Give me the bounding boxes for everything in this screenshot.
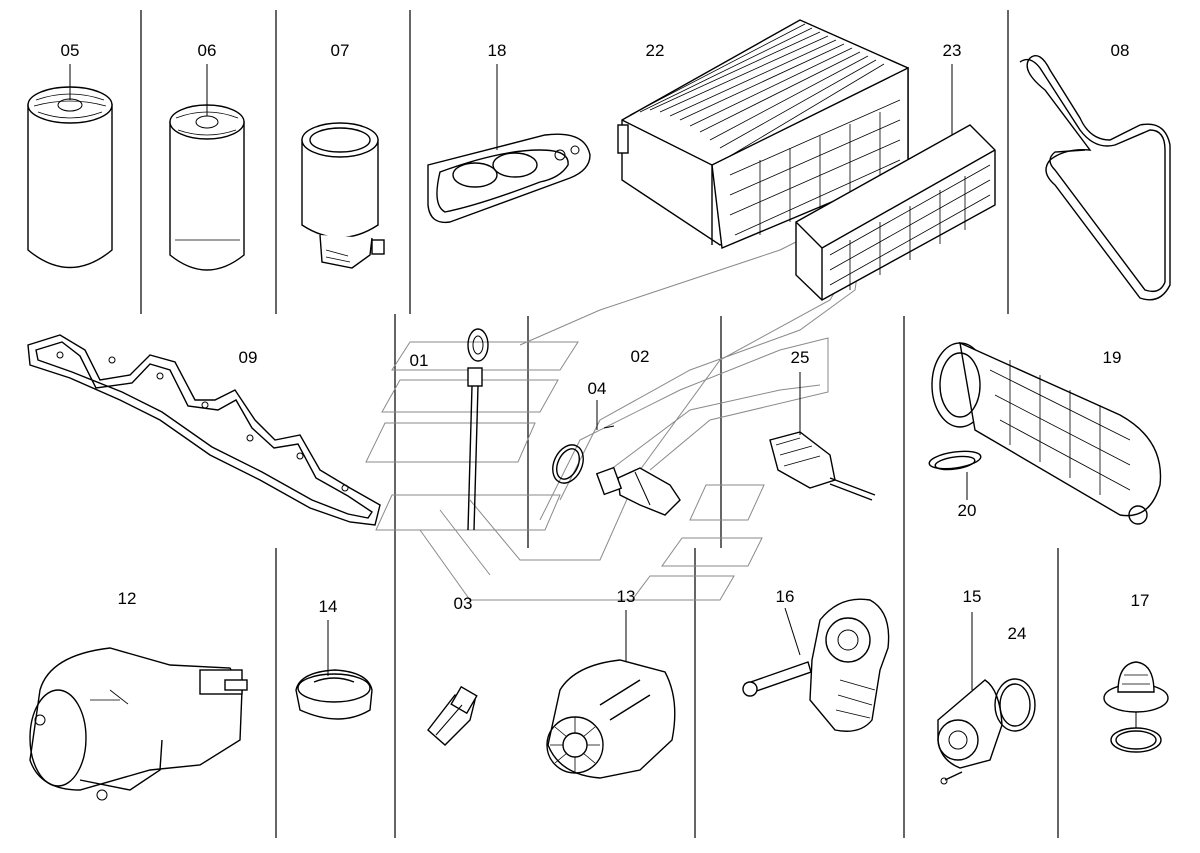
callout-01[interactable]: 01 xyxy=(409,351,429,370)
callout-22[interactable]: 22 xyxy=(645,41,665,60)
part-07-fuel-prefilter-drawing xyxy=(301,122,385,269)
part-03-sensor-drawing xyxy=(427,685,478,746)
callout-17[interactable]: 17 xyxy=(1130,591,1150,610)
callout-15[interactable]: 15 xyxy=(962,587,982,606)
callout-04[interactable]: 04 xyxy=(587,379,607,398)
part-20-hose-clamp-drawing xyxy=(928,450,982,500)
part-23-cabin-filter-drawing xyxy=(795,64,996,301)
part-12-starter-motor-drawing xyxy=(29,647,248,801)
callout-16[interactable]: 16 xyxy=(775,587,795,606)
callout-25[interactable]: 25 xyxy=(790,348,810,367)
part-01-dipstick-drawing xyxy=(467,328,489,531)
part-04-seal-ring-drawing xyxy=(552,400,615,484)
callout-06[interactable]: 06 xyxy=(197,41,217,60)
callout-14[interactable]: 14 xyxy=(318,597,338,616)
callout-18[interactable]: 18 xyxy=(487,41,507,60)
part-02-pressure-sensor-drawing xyxy=(595,466,681,516)
part-24-pump-gasket-drawing xyxy=(994,678,1036,732)
callout-24[interactable]: 24 xyxy=(1007,624,1027,643)
callout-08[interactable]: 08 xyxy=(1110,41,1130,60)
callout-12[interactable]: 12 xyxy=(117,589,137,608)
section-dividers xyxy=(140,10,1059,838)
callout-13[interactable]: 13 xyxy=(616,587,636,606)
part-19-air-filter-housing-drawing xyxy=(931,341,1162,525)
part-22-air-filter-drawing xyxy=(617,19,909,250)
part-08-drive-belt-drawing xyxy=(1019,55,1171,301)
callout-23[interactable]: 23 xyxy=(942,41,962,60)
part-06-fuel-filter-drawing xyxy=(169,64,245,271)
part-13-alternator-drawing xyxy=(546,610,676,779)
callout-02[interactable]: 02 xyxy=(630,347,650,366)
part-17-thermostat-drawing xyxy=(1103,661,1169,753)
callout-19[interactable]: 19 xyxy=(1102,348,1122,367)
callout-07[interactable]: 07 xyxy=(330,41,350,60)
part-16-belt-tensioner-drawing xyxy=(742,598,890,732)
callout-03[interactable]: 03 xyxy=(453,594,473,613)
part-18-gasket-drawing xyxy=(427,64,591,224)
callout-05[interactable]: 05 xyxy=(60,41,80,60)
part-14-filler-cap-drawing xyxy=(295,620,373,720)
part-25-temperature-sensor-drawing xyxy=(769,372,876,501)
part-05-oil-filter-drawing xyxy=(27,64,113,269)
part-09-valve-cover-gasket-drawing xyxy=(27,334,381,526)
callout-09[interactable]: 09 xyxy=(238,348,258,367)
callout-20[interactable]: 20 xyxy=(957,501,977,520)
part-15-water-pump-drawing xyxy=(937,612,1003,785)
